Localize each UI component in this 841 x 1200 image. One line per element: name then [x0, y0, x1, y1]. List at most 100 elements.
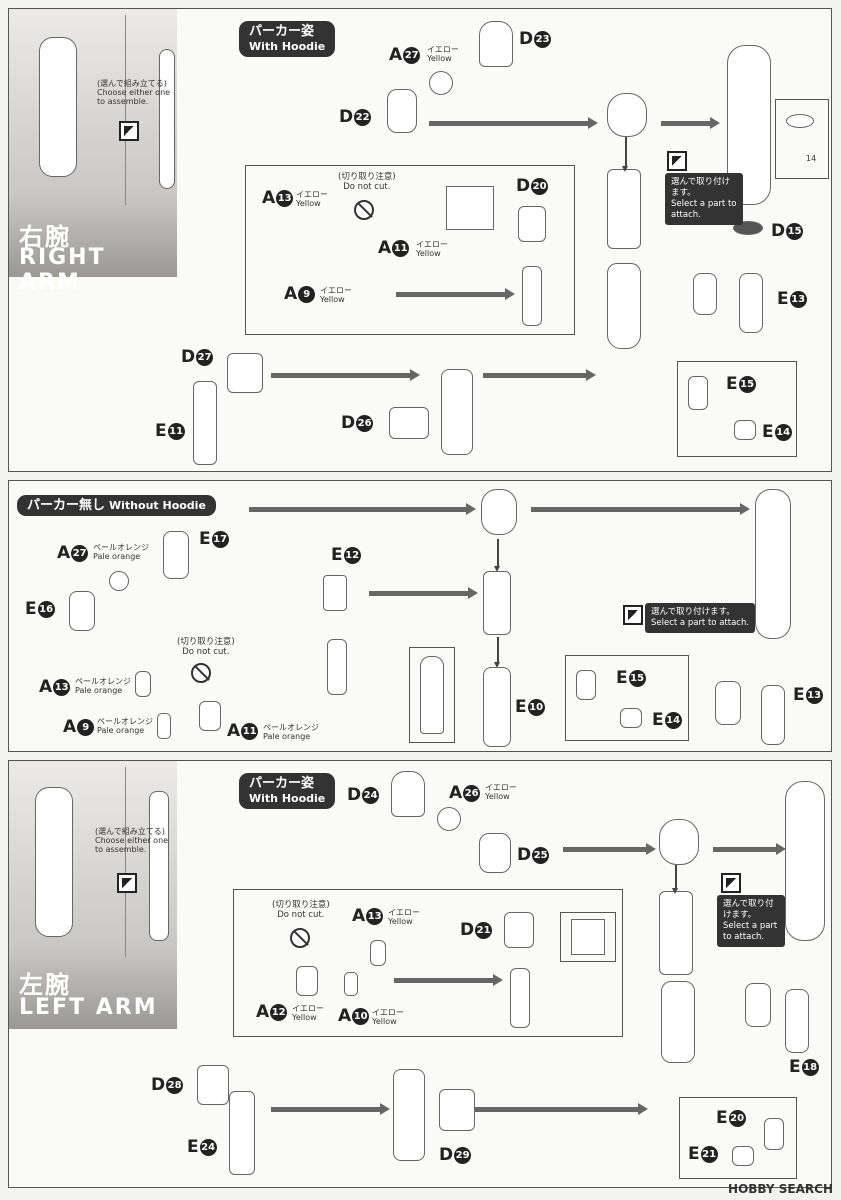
forearm-detail: [420, 656, 444, 734]
flow-arrow: [396, 288, 515, 300]
flow-arrow: [429, 117, 598, 129]
select-note: 選んで取り付けます。Select a part to attach.: [665, 173, 743, 225]
part-d26: [389, 407, 429, 439]
hand-e15: [688, 376, 708, 410]
part-a27: [429, 71, 453, 95]
section-title-en: RIGHT ARM: [19, 245, 106, 295]
right-arm-panel: (選んで組み立てる)Choose either one to assemble.…: [8, 8, 832, 472]
left-arm-panel: (選んで組み立てる)Choose either one to assemble.…: [8, 760, 832, 1188]
down-arrow: [622, 137, 628, 172]
hand-open: [739, 273, 763, 333]
select-icon: [721, 873, 741, 893]
part-d21-detail: [571, 919, 605, 955]
hand-open: [761, 685, 785, 745]
flow-arrow: [563, 843, 656, 855]
swap-icon: [119, 121, 139, 141]
down-arrow: [494, 539, 500, 572]
part-d20-detail: [446, 186, 494, 230]
arm-with-hoodie-illustration: [35, 787, 73, 937]
select-note: 選んで取り付けます。Select a part to attach.: [645, 603, 756, 633]
hand-e20: [764, 1118, 784, 1150]
joint-assembly: [327, 639, 347, 695]
hand-e14: [734, 420, 756, 440]
part-a13: [370, 940, 386, 966]
assembly-head: [607, 93, 647, 137]
choose-note: (選んで組み立てる)Choose either one to assemble.: [97, 79, 171, 106]
joint-assembly: [510, 968, 530, 1028]
ref-box: 14: [775, 99, 829, 179]
watermark: HOBBY SEARCH: [728, 1182, 833, 1196]
nocut-note: (切り取り注意)Do not cut.: [177, 637, 235, 657]
assembled-arm: [755, 489, 791, 639]
nocut-note: (切り取り注意)Do not cut.: [338, 172, 396, 192]
no-cut-icon: [290, 928, 310, 948]
part-a9: [157, 713, 171, 739]
assembly-mid: [659, 891, 693, 975]
flow-arrow: [369, 587, 478, 599]
assembly-head: [659, 819, 699, 865]
arm-without-hoodie-illustration: [149, 791, 169, 941]
part-e16: [69, 591, 95, 631]
hand-fist: [745, 983, 771, 1027]
part-d20: [518, 206, 546, 242]
part-e24: [229, 1091, 255, 1175]
part-d29: [439, 1089, 475, 1131]
flow-arrow: [483, 369, 596, 381]
down-arrow: [494, 637, 500, 668]
part-d25: [479, 833, 511, 873]
part-d21-detail-box: [560, 912, 616, 962]
hand-e15: [576, 670, 596, 700]
flow-arrow: [531, 503, 750, 515]
assembly-mid: [607, 169, 641, 249]
flow-arrow: [271, 1103, 390, 1115]
part-d27: [227, 353, 263, 393]
assembly-upper: [483, 571, 511, 635]
part-d22: [387, 89, 417, 133]
section-title-jp: 右腕: [19, 223, 71, 251]
elbow-assembly: [441, 369, 473, 455]
assembly-forearm: [483, 667, 511, 747]
part-a13: [135, 671, 151, 697]
section-title-jp: 左腕: [19, 971, 71, 999]
part-d23: [479, 21, 513, 67]
joint-assembly: [522, 266, 542, 326]
elbow-assembly: [393, 1069, 425, 1161]
